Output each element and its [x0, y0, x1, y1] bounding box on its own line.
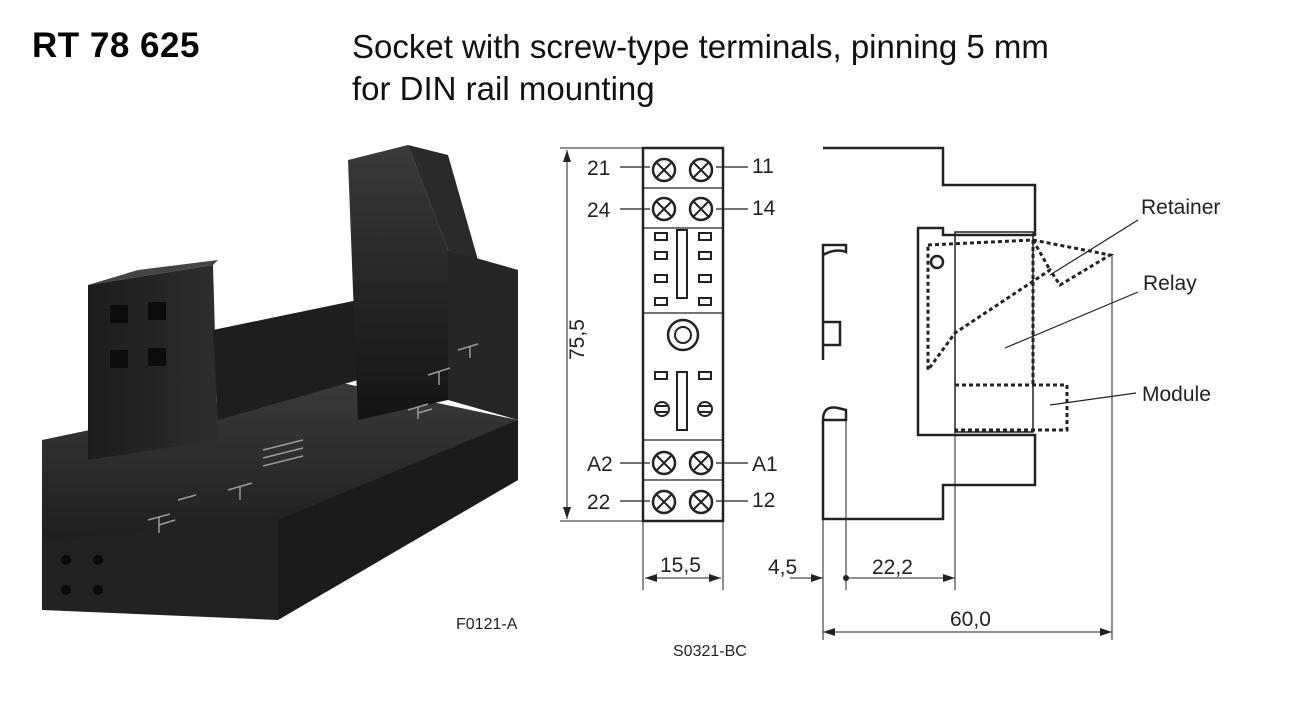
front-view-figure-code: S0321-BC [673, 643, 747, 660]
part-number: RT 78 625 [32, 26, 200, 65]
offset-dimension: 4,5 [768, 556, 797, 579]
module-label: Module [1142, 383, 1211, 406]
terminal-21: 21 [587, 157, 610, 180]
height-dimension: 75,5 [566, 319, 589, 360]
title-line-2: for DIN rail mounting [352, 70, 655, 107]
terminal-11: 11 [752, 155, 774, 178]
relay-label: Relay [1143, 272, 1197, 295]
terminal-22: 22 [587, 491, 610, 514]
title-line-1: Socket with screw-type terminals, pinnin… [352, 28, 1049, 65]
terminal-12: 12 [752, 489, 775, 512]
socket-photo [42, 145, 518, 620]
photo-figure-code: F0121-A [456, 616, 518, 633]
retainer-label: Retainer [1141, 196, 1220, 219]
front-view-drawing: 21 11 24 14 A2 A1 22 12 15,5 75,5 [560, 146, 778, 590]
width-dimension: 15,5 [660, 554, 701, 577]
terminal-14: 14 [752, 197, 776, 220]
total-dimension: 60,0 [950, 608, 991, 631]
side-view-drawing: Retainer Relay Module 4,5 22,2 60,0 [768, 146, 1220, 640]
terminal-a2: A2 [587, 453, 613, 476]
depth-dimension: 22,2 [872, 556, 913, 579]
terminal-24: 24 [587, 199, 611, 222]
terminal-a1: A1 [752, 453, 778, 476]
